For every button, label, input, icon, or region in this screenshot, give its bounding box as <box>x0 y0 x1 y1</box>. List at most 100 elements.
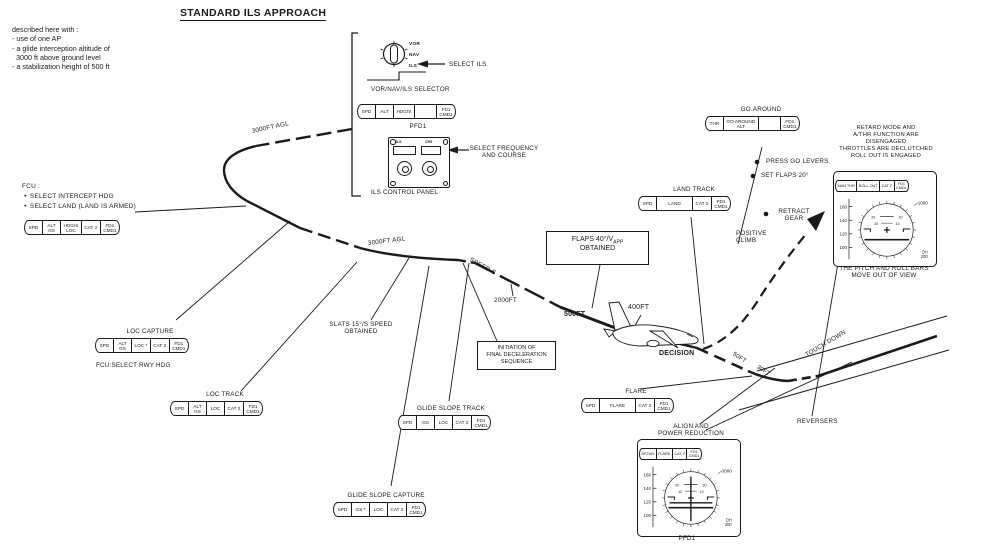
select-frequency-annotation: SELECT FREQUENCY AND COURSE <box>469 145 539 159</box>
fma-cell: HDG/S <box>393 105 414 119</box>
altitude-label-400ft: 400FT <box>628 304 650 311</box>
fma-cell: CAT 2 <box>387 503 406 517</box>
fma-cell: SPD <box>174 406 185 412</box>
go-around-label: GO.AROUND <box>740 106 782 113</box>
fma-cell: ALT GS <box>113 339 131 353</box>
fma-cell: CAT 2 <box>149 339 169 353</box>
svg-text:DH: DH <box>726 518 732 523</box>
fma-cell: FD1 CMD1 <box>686 448 701 460</box>
fma-cell: LOC <box>206 402 224 416</box>
align-power-annotation: ALIGN AND POWER REDUCTION <box>658 423 724 437</box>
runway-edge-line <box>756 315 948 372</box>
svg-text:20: 20 <box>675 484 679 488</box>
description-block: described here with : - use of one AP - … <box>12 25 110 72</box>
fma-cell: GS <box>416 416 434 430</box>
svg-text:160: 160 <box>840 205 848 210</box>
fma-cell <box>757 117 780 131</box>
select-ils-annotation: SELECT ILS <box>449 61 487 68</box>
svg-text:20: 20 <box>898 216 902 220</box>
fma-cell: FD1 CMD1 <box>99 221 119 235</box>
flaps-text: FLAPS 40°/V <box>571 236 614 243</box>
fma-cell: GO AROUND ALT <box>723 117 758 131</box>
svg-text:20: 20 <box>871 216 875 220</box>
fcu-item: SELECT INTERCEPT HDG <box>24 192 114 202</box>
flight-path <box>222 127 938 383</box>
knob-label-ils: ILS <box>409 64 418 69</box>
fcu-select-rwy-note: FCU:SELECT RWY HDG <box>96 362 171 369</box>
fma-cell: SPD <box>642 201 653 207</box>
fma-cell: RETAR <box>641 452 655 456</box>
fma-cell: CAT 2 <box>635 399 654 413</box>
svg-text:140: 140 <box>840 218 848 223</box>
ils-window-label: ILS <box>396 140 402 144</box>
fma-cell: CAT 2 <box>879 180 893 192</box>
svg-text:200: 200 <box>725 522 733 527</box>
press-go-levers-annotation: PRESS GO LEVERS <box>766 158 829 165</box>
action-bullet <box>754 159 760 165</box>
runway-edge-line <box>738 349 950 411</box>
positive-climb-annotation: POSITIVE CLIMB <box>736 230 767 244</box>
altitude-label-2000ft: 2000FT <box>494 297 517 304</box>
set-flaps-annotation: SET FLAPS 20° <box>761 172 809 179</box>
svg-text:160: 160 <box>644 473 652 478</box>
svg-text:200: 200 <box>921 254 929 259</box>
fma-cell: CAT 2 <box>224 402 243 416</box>
altitude-label-500ft: 500FT <box>564 311 586 318</box>
gs-capture-label: GLIDE SLOPE CAPTURE <box>347 492 425 499</box>
knob-label-vor: VOR <box>409 42 420 47</box>
fma-cell: LAND <box>656 197 692 211</box>
flaps-vapp-sub: APP <box>613 239 624 246</box>
fma-cell: CAT 2 <box>692 197 711 211</box>
fma-cell: FD1 CMD1 <box>653 399 673 413</box>
retard-mode-annotation: RETARD MODE AND A/THR FUNCTION ARE DISEN… <box>839 125 933 159</box>
aircraft <box>603 301 699 349</box>
fma-cell: ALT <box>375 105 393 119</box>
panel-step-line <box>367 71 426 81</box>
screw-icon <box>390 139 396 145</box>
svg-text:3000: 3000 <box>722 469 732 474</box>
fma-cell: SPD <box>402 420 413 426</box>
screw-icon <box>442 180 448 186</box>
fcu-title: FCU : <box>22 183 40 190</box>
callout-arrows <box>417 60 469 154</box>
knob-label-nav: NAV <box>409 53 420 58</box>
fma-cell: CAT 2 <box>452 416 471 430</box>
frequency-window <box>393 146 416 155</box>
retract-gear-annotation: RETRACT GEAR <box>778 208 810 222</box>
fma-cell: FD1 CMD1 <box>405 503 425 517</box>
gs-track-label: GLIDE SLOPE TRACK <box>416 405 486 412</box>
page-title: STANDARD ILS APPROACH <box>180 7 327 21</box>
fma-cell: LOC <box>369 503 387 517</box>
flare-label: FLARE <box>625 388 647 395</box>
action-bullet <box>750 173 756 179</box>
pfd1-bottom-caption: PFD1 <box>678 535 696 542</box>
fma-cell: CAT 2 <box>671 448 686 460</box>
fma-cell: FLARE <box>655 448 672 460</box>
fma-cell: SPD <box>99 343 110 349</box>
fma-cell: FD1 CMD1 <box>168 339 188 353</box>
fma-cell: LOC <box>434 416 452 430</box>
frequency-knob <box>397 161 412 176</box>
ils-control-panel: ILS CRS <box>388 137 450 188</box>
go-around-arrowhead <box>807 211 825 231</box>
svg-text:120: 120 <box>644 500 652 505</box>
svg-text:120: 120 <box>840 232 848 237</box>
fma-cell: FD1 CMD1 <box>470 416 490 430</box>
svg-text:20: 20 <box>702 484 706 488</box>
go-around-path <box>702 232 808 351</box>
fma-cell: SPD <box>361 109 372 115</box>
fma-cell: FD1 CMD1 <box>893 180 909 192</box>
selector-caption: VOR/NAV/ILS SELECTOR <box>371 86 450 93</box>
loc-track-label: LOC TRACK <box>206 391 244 398</box>
